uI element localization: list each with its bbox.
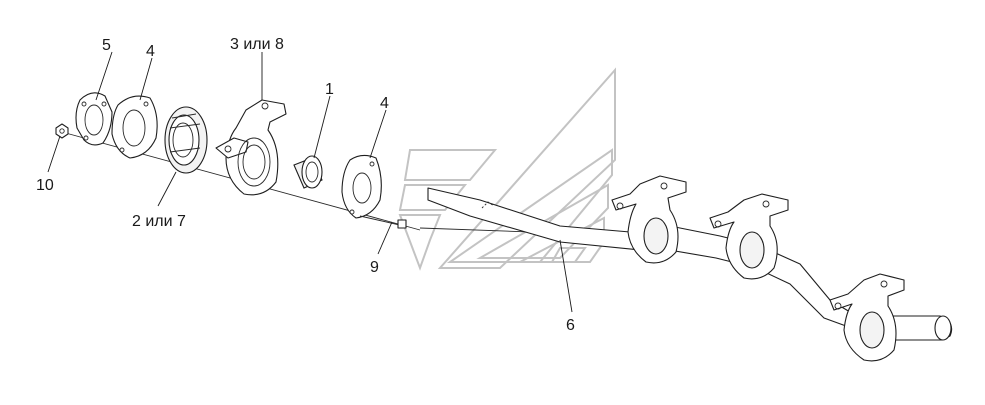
shaft-part-6 [427, 175, 953, 362]
flange-plate-part-4-left [111, 95, 158, 159]
leader-lines [47, 51, 573, 313]
bearing-part-1 [293, 155, 323, 189]
callout-9: 9 [370, 259, 379, 276]
nut-part-10 [55, 123, 69, 139]
seal-cup-part-2-or-7 [164, 106, 208, 174]
callout-2-or-7: 2 или 7 [132, 213, 186, 230]
bolt-part-9 [359, 215, 407, 229]
callout-4-right: 4 [380, 95, 389, 112]
callout-6: 6 [566, 317, 575, 334]
bearing-housing-part-3-or-8 [215, 99, 287, 196]
callout-10: 10 [36, 177, 54, 194]
callout-1: 1 [325, 81, 334, 98]
flange-plate-part-4-right [341, 154, 382, 219]
callout-3-or-8: 3 или 8 [230, 36, 284, 53]
callout-4-left: 4 [146, 43, 155, 60]
callout-5: 5 [102, 37, 111, 54]
